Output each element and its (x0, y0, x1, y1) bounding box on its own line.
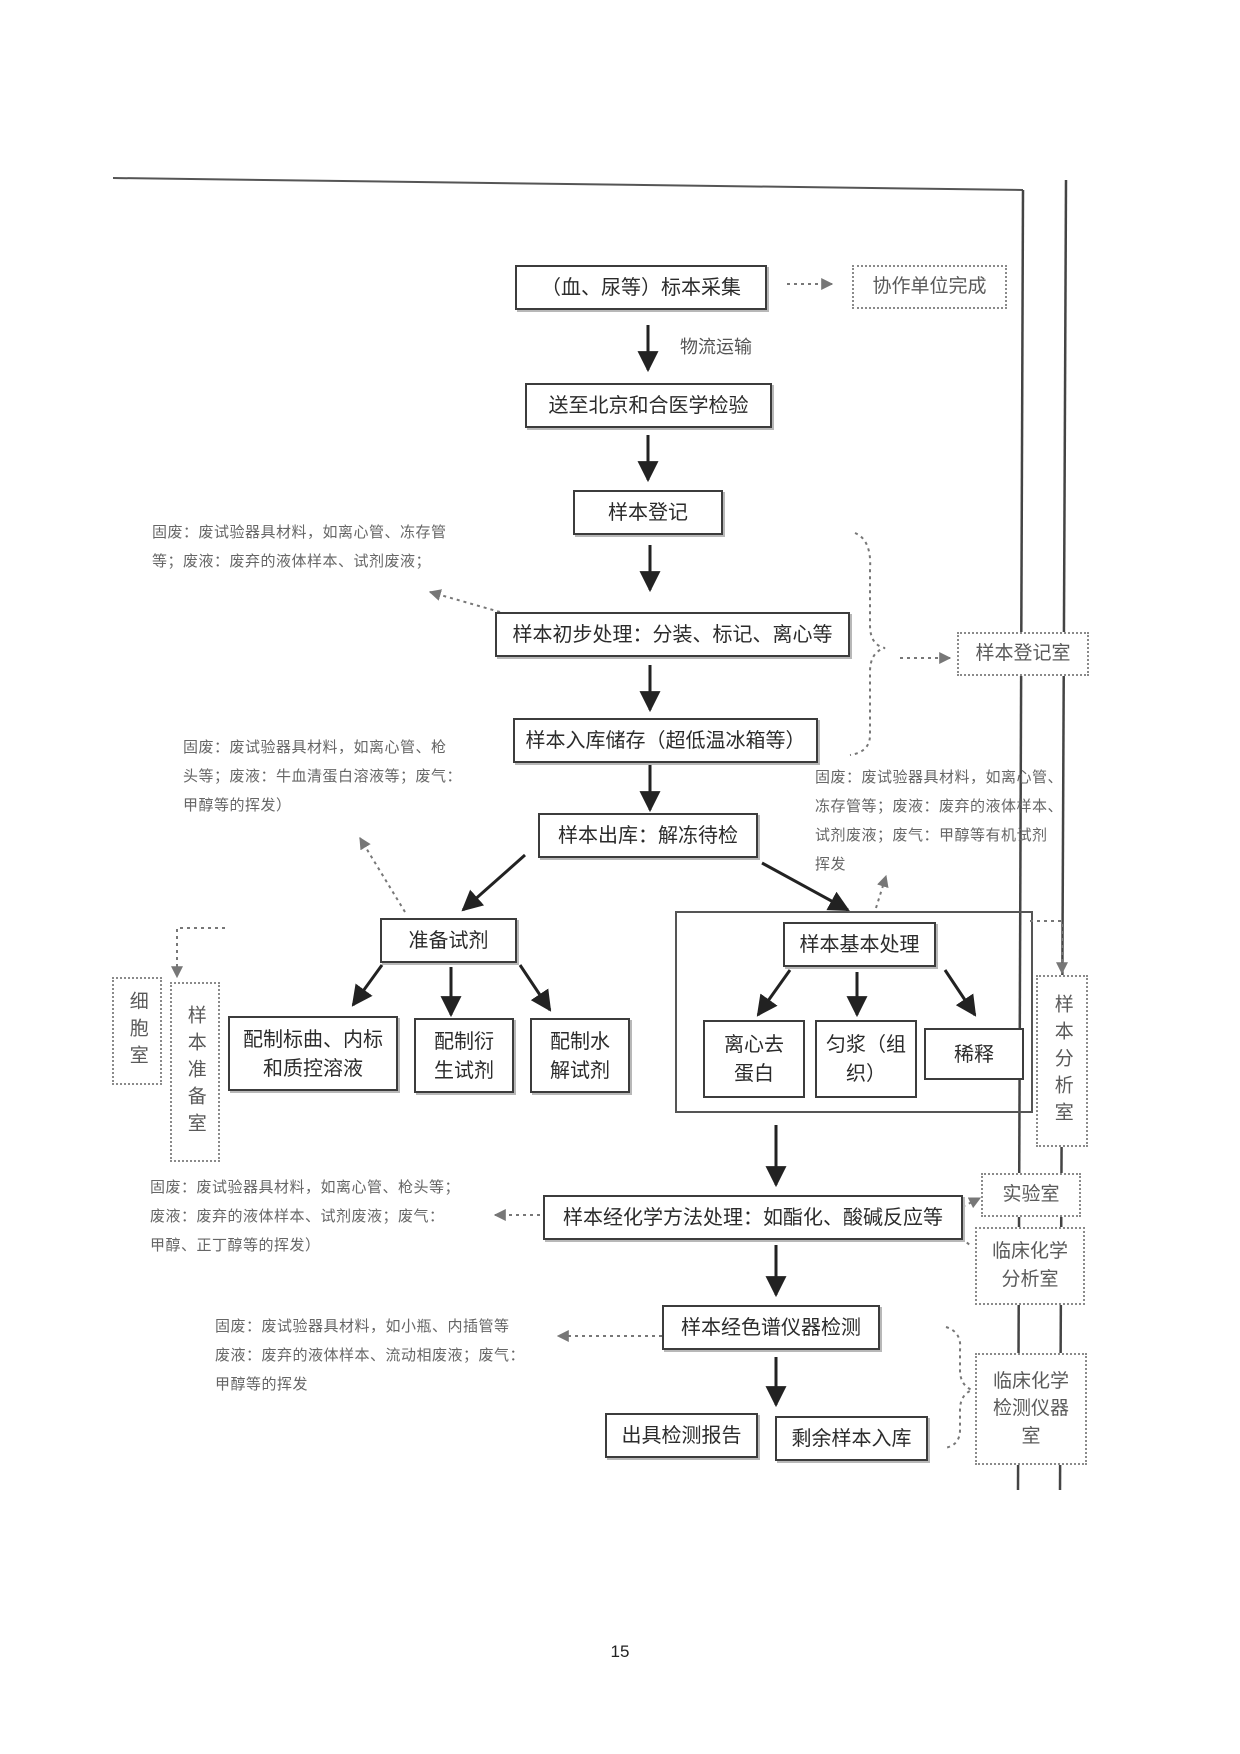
step-prepare-derivatization: 配制衍 生试剂 (414, 1018, 514, 1093)
step-remaining-storage: 剩余样本入库 (775, 1416, 928, 1461)
step-basic-processing: 样本基本处理 (783, 922, 936, 967)
step-storage: 样本入库储存（超低温冰箱等） (513, 718, 818, 763)
waste-note-outbound: 固废：废试验器具材料，如离心管、 冻存管等；废液：废弃的液体样本、 试剂废液；废… (815, 768, 1064, 873)
step-chemical-processing: 样本经化学方法处理：如酯化、酸碱反应等 (543, 1195, 963, 1240)
step-centrifuge-protein: 离心去 蛋白 (703, 1020, 805, 1098)
step-chromatography: 样本经色谱仪器检测 (662, 1305, 880, 1350)
waste-note-chromatography: 固废：废试验器具材料，如小瓶、内插管等 废液：废弃的液体样本、流动相废液；废气：… (215, 1317, 526, 1393)
room-clinical-chem-analysis: 临床化学 分析室 (975, 1227, 1085, 1305)
dotted-group-analysis (1030, 920, 1068, 975)
dotted-chem-lab (949, 1197, 982, 1214)
step-outbound-thaw: 样本出库：解冻待检 (538, 813, 758, 858)
step-sample-registration: 样本登记 (573, 490, 723, 535)
dotted-reagent-note2 (359, 836, 406, 913)
room-lab: 实验室 (981, 1173, 1081, 1217)
brace-instr (944, 1326, 975, 1449)
arrow-basic-proc3 (943, 969, 977, 1017)
step-prepare-reagents: 准备试剂 (380, 918, 517, 963)
step-dilute: 稀释 (924, 1028, 1024, 1080)
page-number: 15 (610, 1642, 630, 1661)
processing-group-frame (675, 911, 1033, 1113)
room-clinical-chem-instrument: 临床化学 检测仪器 室 (975, 1353, 1087, 1465)
step-send-to-lab: 送至北京和合医学检验 (525, 383, 772, 428)
arrow-outbound-basic (761, 861, 850, 912)
brace-registry (849, 532, 886, 756)
step-initial-processing: 样本初步处理：分装、标记、离心等 (495, 612, 850, 657)
arrow-reagent-prep3 (518, 964, 552, 1012)
arrow-basic-proc1 (756, 969, 792, 1017)
step-prepare-standards: 配制标曲、内标 和质控溶液 (228, 1016, 398, 1091)
waste-note-reagent: 固废：废试验器具材料，如离心管、枪 头等；废液：牛血清蛋白溶液等；废气： 甲醇等… (183, 738, 463, 814)
label-logistics: 物流运输 (680, 337, 752, 358)
room-cell: 细胞室 (112, 977, 162, 1085)
step-issue-report: 出具检测报告 (605, 1413, 758, 1458)
frame-top-line (112, 177, 1024, 191)
arrow-reagent-prep1 (351, 964, 384, 1007)
dotted-basic-note3 (875, 874, 889, 909)
room-sample-prep: 样本准备室 (170, 982, 220, 1162)
step-homogenize: 匀浆（组 织） (815, 1020, 917, 1098)
room-partner-unit: 协作单位完成 (852, 265, 1007, 309)
room-sample-analysis: 样本分析室 (1036, 975, 1088, 1147)
step-sample-collection: （血、尿等）标本采集 (515, 265, 767, 310)
room-registry: 样本登记室 (957, 632, 1089, 676)
dotted-sampleprep-cell (171, 927, 225, 979)
dotted-initial-note1 (428, 589, 501, 613)
waste-note-initial: 固废：废试验器具材料，如离心管、冻存管 等；废液：废弃的液体样本、试剂废液； (152, 523, 447, 570)
step-prepare-hydrolysis: 配制水 解试剂 (530, 1018, 630, 1093)
arrow-outbound-reagent (461, 853, 526, 912)
waste-note-chemical: 固废：废试验器具材料，如离心管、枪头等； 废液：废弃的液体样本、试剂废液；废气：… (150, 1178, 461, 1254)
